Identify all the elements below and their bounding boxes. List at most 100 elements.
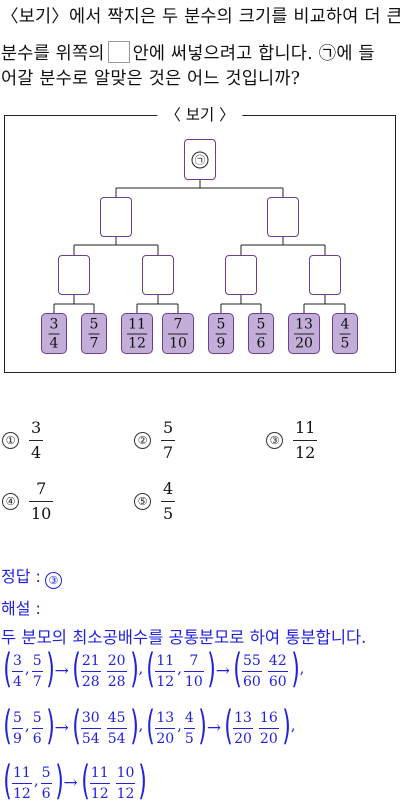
open-paren: ( [81,758,90,804]
arrow-icon: → [54,718,69,738]
close-paren: ) [290,646,300,692]
open-paren: ( [3,703,12,749]
question-line-2-end: 안에 써넣으려고 합니다. ㉠에 들 [132,44,375,64]
comma: , [24,716,30,734]
arrow-icon: → [54,661,69,681]
tree-connectors [53,180,346,313]
open-paren: ( [3,646,12,692]
blank-box [107,41,130,63]
answer-label: 정답 : [1,567,41,586]
close-paren: ) [45,703,55,749]
explanation-label: 해설 : [1,599,41,618]
explanation-text: 두 분모의 최소공배수를 공통분모로 하여 통분합니다. [1,628,367,647]
close-paren: ) [129,646,139,692]
choice-number: ⑤ [134,493,151,510]
open-paren: ( [146,703,156,749]
answer-line: 정답 :③ [1,569,62,589]
question-line-2: 분수를 위쪽의 안에 써넣으려고 합니다. ㉠에 들 [1,41,375,64]
open-paren: ( [224,703,233,749]
choice-number: ④ [2,493,19,510]
comma: , [138,716,144,734]
tree-node-l3-1 [58,255,90,295]
question-line-2-start: 분수를 위쪽의 [1,44,105,64]
comma: , [299,659,305,677]
close-paren: ) [54,758,64,804]
comma: , [138,659,144,677]
close-paren: ) [198,703,207,749]
arrow-icon: → [63,773,78,793]
comma: , [177,716,182,734]
question-line-3: 어갈 분수로 알맞은 것은 어느 것입니까? [1,69,301,89]
comma: , [177,659,182,677]
arrow-icon: → [206,718,222,738]
open-paren: ( [72,646,81,692]
choice-number: ① [2,432,19,449]
comma: , [33,771,39,789]
tree-node-l3-2 [142,255,174,295]
question-line-1: 〈보기〉에서 짝지은 두 분수의 크기를 비교하여 더 큰 [1,7,400,27]
tree-node-l2-left [100,197,132,237]
open-paren: ( [146,646,156,692]
open-paren: ( [3,758,12,804]
choice-number: ③ [266,432,283,449]
close-paren: ) [129,703,139,749]
comma: , [290,716,296,734]
comma: , [24,659,30,677]
close-paren: ) [45,646,55,692]
tree-node-l2-right [267,197,299,237]
tree-node-l3-4 [309,255,341,295]
root-label: ㉠ [191,151,209,168]
arrow-icon: → [215,661,230,681]
tree-node-l3-3 [225,255,257,295]
example-box-title: 〈 보기 〉 [157,106,243,124]
open-paren: ( [233,646,242,692]
answer-mark: ③ [44,572,62,589]
close-paren: ) [207,646,216,692]
open-paren: ( [72,703,81,749]
tree-node-root: ㉠ [184,139,216,180]
close-paren: ) [282,703,291,749]
close-paren: ) [138,758,148,804]
